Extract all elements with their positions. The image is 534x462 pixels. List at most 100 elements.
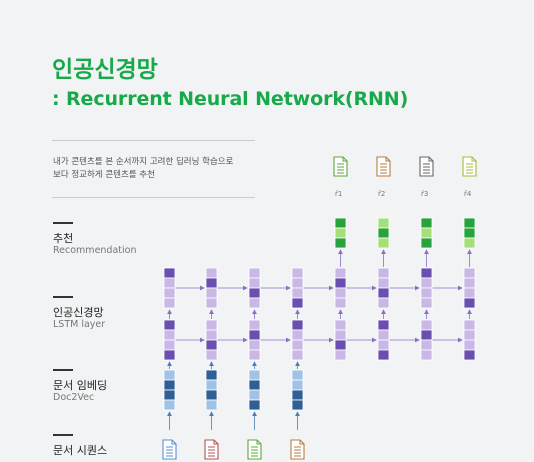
doc-blue-icon [162, 439, 177, 460]
lstm-bottom-column-cell [334, 319, 347, 331]
divider-bottom [52, 197, 255, 198]
output-column-cell [463, 237, 476, 249]
lstm-bottom-column-cell [205, 329, 218, 341]
lstm-top-column-cell [377, 267, 390, 279]
output-column [463, 217, 476, 249]
section-title-lstm: 인공신경망 [53, 306, 104, 319]
doc-brown-icon [290, 439, 305, 460]
lstm-bottom-column [163, 319, 176, 361]
output-column-cell [334, 217, 347, 229]
lstm-top-column-cell [291, 267, 304, 279]
lstm-bottom-column-cell [291, 339, 304, 351]
lstm-top-column-cell [248, 297, 261, 309]
output-column-cell [334, 237, 347, 249]
lstm-top-column-cell [334, 297, 347, 309]
lstm-top-column-cell [377, 277, 390, 289]
lstm-top-column-cell [248, 277, 261, 289]
lstm-bottom-column-cell [420, 319, 433, 331]
lstm-top-column-cell [248, 267, 261, 279]
page-title: 인공신경망 [52, 57, 158, 83]
lstm-bottom-column-cell [420, 339, 433, 351]
lstm-top-column-cell [163, 297, 176, 309]
doc-gray-icon [419, 156, 434, 177]
lstm-bottom-column [291, 319, 304, 361]
divider-top [52, 140, 255, 141]
description: 내가 콘텐츠를 본 순서까지 고려한 딥러닝 학습으로 보다 정교하게 콘텐츠를… [53, 156, 233, 182]
lstm-top-column-cell [205, 297, 218, 309]
lstm-bottom-column-cell [377, 339, 390, 351]
lstm-bottom-column-cell [334, 339, 347, 351]
output-column-cell [463, 217, 476, 229]
embedding-column [205, 369, 218, 411]
lstm-top-column-cell [205, 277, 218, 289]
doc-yellowgreen-icon [462, 156, 477, 177]
embedding-column [248, 369, 261, 411]
lstm-top-column-cell [334, 277, 347, 289]
lstm-bottom-column-cell [163, 329, 176, 341]
lstm-bottom-column-cell [463, 319, 476, 331]
lstm-top-column-cell [163, 287, 176, 299]
output-label-4: r̂4 [464, 190, 472, 198]
lstm-bottom-column-cell [420, 329, 433, 341]
lstm-top-column-cell [420, 277, 433, 289]
output-column [377, 217, 390, 249]
lstm-top-column [248, 267, 261, 309]
lstm-bottom-column-cell [205, 349, 218, 361]
section-title-doc2vec: 문서 임베딩 [53, 379, 108, 392]
lstm-top-column-cell [205, 267, 218, 279]
lstm-bottom-column-cell [205, 319, 218, 331]
lstm-top-column [420, 267, 433, 309]
lstm-bottom-column-cell [291, 319, 304, 331]
lstm-top-column-cell [463, 297, 476, 309]
lstm-bottom-column-cell [163, 319, 176, 331]
lstm-bottom-column-cell [377, 319, 390, 331]
embedding-column [291, 369, 304, 411]
lstm-bottom-column-cell [163, 339, 176, 351]
output-column-cell [420, 217, 433, 229]
section-subtitle-recommendation: Recommendation [53, 245, 137, 256]
section-subtitle-doc2vec: Doc2Vec [53, 392, 95, 403]
output-column [334, 217, 347, 249]
lstm-bottom-column-cell [248, 349, 261, 361]
embedding-column-cell [248, 399, 261, 411]
embedding-column-cell [205, 369, 218, 381]
description-line-1: 내가 콘텐츠를 본 순서까지 고려한 딥러닝 학습으로 [53, 157, 234, 167]
embedding-column-cell [205, 389, 218, 401]
embedding-column [163, 369, 176, 411]
lstm-top-column-cell [463, 277, 476, 289]
lstm-bottom-column-cell [163, 349, 176, 361]
lstm-bottom-column [248, 319, 261, 361]
lstm-top-column-cell [420, 287, 433, 299]
lstm-bottom-column [377, 319, 390, 361]
doc-green-icon [247, 439, 262, 460]
output-column-cell [377, 227, 390, 239]
lstm-top-column [463, 267, 476, 309]
lstm-top-column [377, 267, 390, 309]
lstm-top-column-cell [248, 287, 261, 299]
lstm-top-column-cell [420, 267, 433, 279]
output-column [420, 217, 433, 249]
lstm-top-column-cell [377, 297, 390, 309]
lstm-top-column-cell [291, 277, 304, 289]
lstm-bottom-column [334, 319, 347, 361]
output-column-cell [377, 217, 390, 229]
lstm-top-column-cell [463, 287, 476, 299]
embedding-column-cell [291, 389, 304, 401]
lstm-bottom-column-cell [377, 349, 390, 361]
output-column-cell [334, 227, 347, 239]
section-title-recommendation: 추천 [53, 232, 74, 245]
lstm-top-column-cell [205, 287, 218, 299]
lstm-bottom-column-cell [205, 339, 218, 351]
section-marker-doc2vec [53, 369, 73, 371]
output-label-1: r̂1 [335, 190, 343, 198]
lstm-bottom-column [420, 319, 433, 361]
embedding-column-cell [163, 399, 176, 411]
section-marker-sequence [53, 434, 73, 436]
embedding-column-cell [163, 389, 176, 401]
output-column-cell [420, 227, 433, 239]
doc-red-icon [204, 439, 219, 460]
embedding-column-cell [248, 389, 261, 401]
embedding-column-cell [291, 399, 304, 411]
